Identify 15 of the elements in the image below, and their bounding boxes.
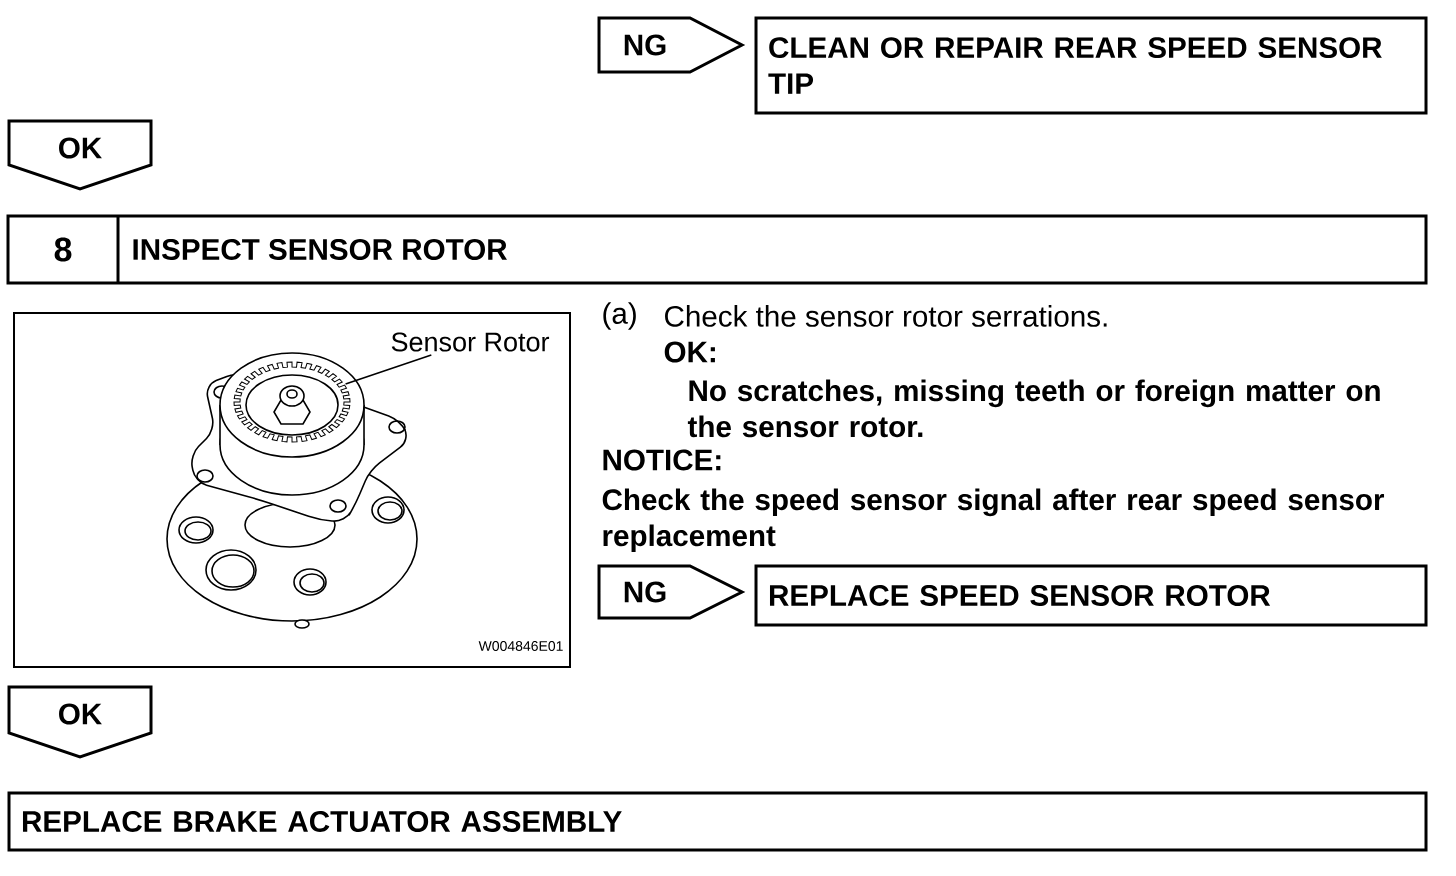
part-label: Sensor Rotor: [391, 332, 550, 352]
leader-line: [344, 354, 433, 385]
result-box: REPLACE BRAKE ACTUATOR ASSEMBLY: [7, 791, 1428, 852]
ng-arrow-box: NG: [597, 16, 746, 74]
ng-arrow-box: NG: [597, 564, 746, 620]
criteria-text: No scratches, missing teeth or foreign matter on the sensor rotor.: [687, 379, 1380, 438]
ok-arrow-box: OK: [7, 685, 153, 759]
result-box: CLEAN OR REPAIR REAR SPEED SENSOR TIP: [754, 16, 1428, 115]
notice-text: Check the speed sensor signal after rear speed sensor replacement: [602, 488, 1385, 553]
notice-heading: NOTICE:: [603, 449, 721, 471]
ok-heading: OK:: [664, 341, 715, 363]
result-box: REPLACE SPEED SENSOR ROTOR: [754, 564, 1428, 627]
step-header-band: 8 INSPECT SENSOR ROTOR: [6, 214, 1428, 285]
sensor-rotor-ring: [233, 361, 351, 443]
ok-arrow-box: OK: [7, 119, 153, 191]
